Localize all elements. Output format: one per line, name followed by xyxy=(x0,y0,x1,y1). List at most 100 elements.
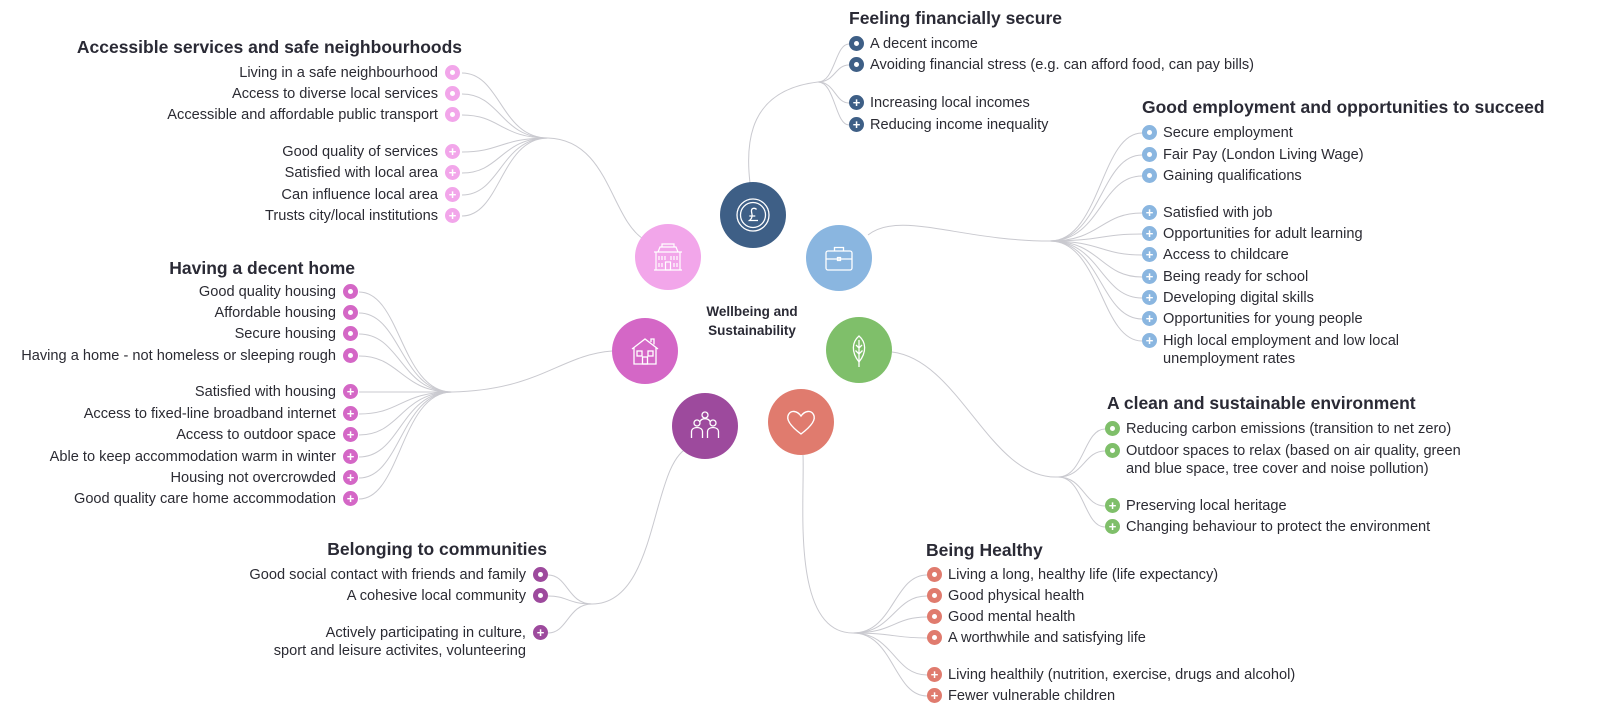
employment-item-6: +Access to childcare xyxy=(1142,246,1289,264)
employment-item-1: Secure employment xyxy=(1142,124,1293,142)
plus-marker: + xyxy=(1142,311,1157,326)
connector-line xyxy=(852,632,928,697)
hub-financial xyxy=(720,182,786,248)
environment-item-3: +Preserving local heritage xyxy=(1105,497,1287,515)
hub-employment xyxy=(806,225,872,291)
employment-item-4: +Satisfied with job xyxy=(1142,204,1273,222)
connector-line xyxy=(451,350,613,393)
connector-line xyxy=(461,137,549,217)
connector-line xyxy=(1049,233,1143,242)
connector-line xyxy=(1049,132,1143,242)
connector-line xyxy=(1049,240,1143,299)
bullet-marker xyxy=(343,305,358,320)
health-item-1: Living a long, healthy life (life expect… xyxy=(927,566,1218,584)
connector-line xyxy=(891,351,1059,478)
connector-line xyxy=(1049,240,1143,278)
connector-line xyxy=(461,137,549,153)
connector-line xyxy=(817,43,850,83)
bullet-marker xyxy=(343,326,358,341)
connector-line xyxy=(817,81,850,126)
connector-line xyxy=(461,137,549,196)
hub-health xyxy=(768,389,834,455)
services-item-4: Good quality of services+ xyxy=(282,143,460,161)
connector-line xyxy=(358,291,453,393)
plus-marker: + xyxy=(927,688,942,703)
plus-marker: + xyxy=(1142,333,1157,348)
connector-line xyxy=(358,391,453,500)
connector-line xyxy=(461,93,549,139)
title-financial: Feeling financially secure xyxy=(849,8,1062,28)
title-health: Being Healthy xyxy=(926,540,1043,560)
briefcase-icon xyxy=(825,246,853,271)
bullet-marker xyxy=(343,348,358,363)
heart-icon xyxy=(787,410,815,435)
connector-line xyxy=(591,446,691,605)
plus-marker: + xyxy=(343,470,358,485)
connector-line xyxy=(1049,240,1143,342)
connector-line xyxy=(1057,428,1106,478)
title-home: Having a decent home xyxy=(169,258,355,278)
financial-item-3: +Increasing local incomes xyxy=(849,94,1030,112)
environment-item-4: +Changing behaviour to protect the envir… xyxy=(1105,518,1430,536)
home-item-2: Affordable housing xyxy=(215,304,358,322)
plus-marker: + xyxy=(1105,498,1120,513)
connector-line xyxy=(1049,240,1143,320)
home-item-6: Access to fixed-line broadband internet+ xyxy=(84,405,358,423)
connector-line xyxy=(817,81,850,104)
house-icon xyxy=(631,338,659,365)
hub-communities xyxy=(672,393,738,459)
health-item-3: Good mental health xyxy=(927,608,1075,626)
connector-line xyxy=(1057,476,1106,528)
employment-item-9: +Opportunities for young people xyxy=(1142,310,1363,328)
health-item-5: +Living healthily (nutrition, exercise, … xyxy=(927,666,1295,684)
plus-marker: + xyxy=(445,165,460,180)
bullet-marker xyxy=(927,630,942,645)
plus-marker: + xyxy=(849,117,864,132)
connector-line xyxy=(1049,154,1143,242)
people-group-icon xyxy=(690,411,720,438)
home-item-7: Access to outdoor space+ xyxy=(176,426,358,444)
plus-marker: + xyxy=(343,449,358,464)
bullet-marker xyxy=(1142,125,1157,140)
connector-line xyxy=(867,224,1051,242)
title-services: Accessible services and safe neighbourho… xyxy=(76,37,462,57)
financial-item-1: A decent income xyxy=(849,35,978,53)
connector-line xyxy=(547,603,593,634)
title-employment: Good employment and opportunities to suc… xyxy=(1142,97,1545,117)
home-item-3: Secure housing xyxy=(235,325,358,343)
bullet-marker xyxy=(1105,443,1120,458)
services-item-7: Trusts city/local institutions+ xyxy=(265,207,460,225)
environment-item-2: Outdoor spaces to relax (based on air qu… xyxy=(1105,442,1461,478)
connector-line xyxy=(852,595,928,634)
hub-services xyxy=(635,224,701,290)
plus-marker: + xyxy=(533,625,548,640)
health-item-6: +Fewer vulnerable children xyxy=(927,687,1115,705)
connector-line xyxy=(1057,476,1106,507)
title-communities: Belonging to communities xyxy=(327,539,547,559)
plus-marker: + xyxy=(1142,269,1157,284)
connector-line xyxy=(852,632,928,639)
bullet-marker xyxy=(849,57,864,72)
bullet-marker xyxy=(445,65,460,80)
communities-item-1: Good social contact with friends and fam… xyxy=(249,566,548,584)
civic-building-icon xyxy=(654,243,682,271)
services-item-6: Can influence local area+ xyxy=(281,186,460,204)
plus-marker: + xyxy=(343,406,358,421)
connector-line xyxy=(852,616,928,634)
connector-line xyxy=(461,72,549,139)
employment-item-2: Fair Pay (London Living Wage) xyxy=(1142,146,1364,164)
connector-line xyxy=(358,391,453,458)
health-item-4: A worthwhile and satisfying life xyxy=(927,629,1146,647)
connector-line xyxy=(358,391,453,415)
bullet-marker xyxy=(343,284,358,299)
plus-marker: + xyxy=(927,667,942,682)
bullet-marker xyxy=(445,107,460,122)
bullet-marker xyxy=(533,588,548,603)
bullet-marker xyxy=(927,588,942,603)
home-item-1: Good quality housing xyxy=(199,283,358,301)
home-item-8: Able to keep accommodation warm in winte… xyxy=(50,448,358,466)
connector-line xyxy=(1049,212,1143,242)
connector-line xyxy=(547,137,646,241)
plus-marker: + xyxy=(445,187,460,202)
